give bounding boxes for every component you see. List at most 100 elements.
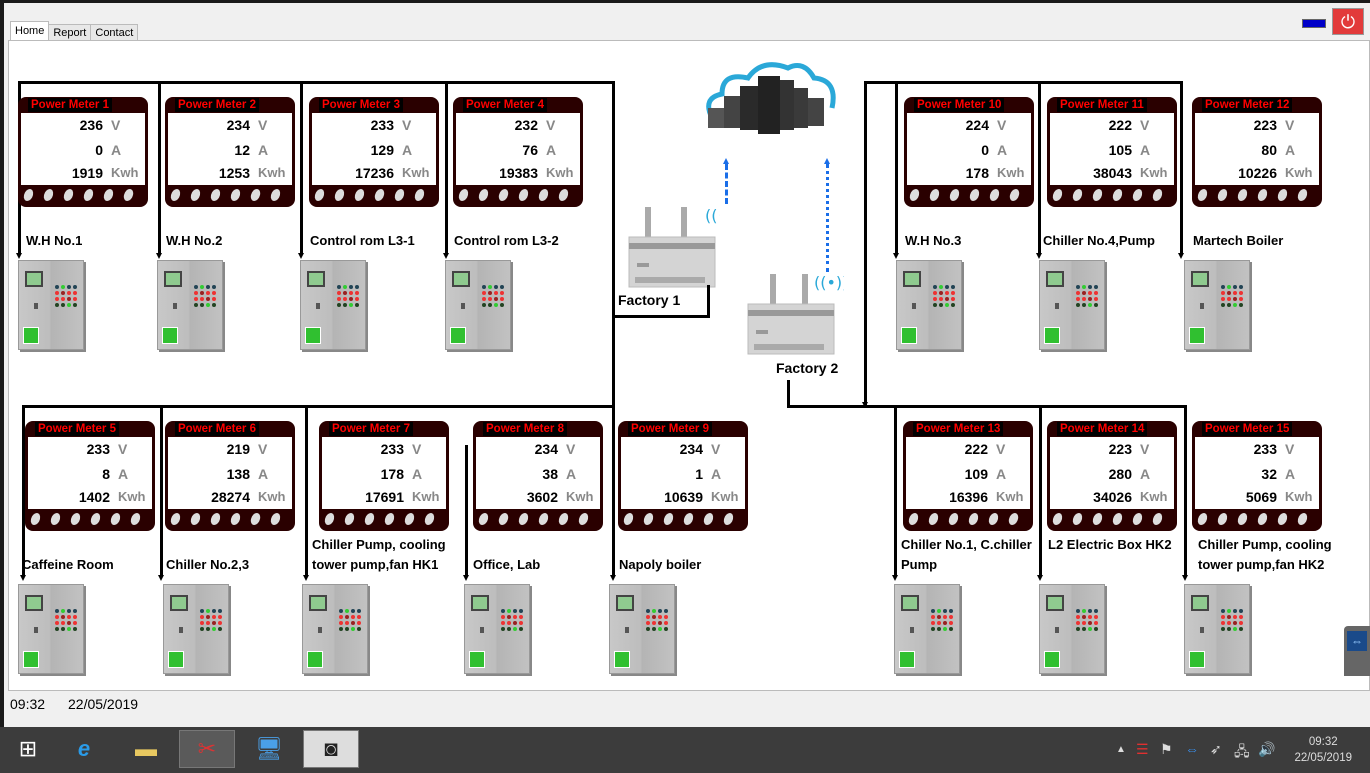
led-dot <box>557 189 570 201</box>
led-dot <box>722 513 735 525</box>
led-dot <box>343 513 356 525</box>
windows-start-icon[interactable]: ⊞ <box>18 736 38 761</box>
reading-unit: Kwh <box>1285 489 1313 504</box>
cabinet-handle <box>1200 627 1204 633</box>
teamviewer-side-tab[interactable]: ⇔ <box>1344 626 1370 676</box>
cabinet-green-button <box>305 327 321 344</box>
power-meter-app-icon[interactable]: ◙ <box>303 730 359 768</box>
meter-title: Power Meter 2 <box>175 98 259 112</box>
led-dot <box>907 513 920 525</box>
reading-unit: V <box>997 117 1007 133</box>
minimize-button[interactable] <box>1302 19 1326 28</box>
reading-value: 28274 <box>211 489 250 505</box>
teamviewer-icon[interactable]: ⇔ <box>1185 741 1199 757</box>
reading-unit: Kwh <box>258 489 286 504</box>
cabinet-screen <box>25 595 43 611</box>
meter-location-label: Chiller Pump, cooling tower pump,fan HK2 <box>1198 537 1332 572</box>
reading-unit: A <box>1285 142 1296 158</box>
reading-value: 10639 <box>664 489 703 505</box>
meter-location-label: Control rom L3-2 <box>454 233 559 248</box>
bus-line <box>1180 81 1183 253</box>
cabinet-screen <box>309 595 327 611</box>
internet-explorer-icon[interactable]: e <box>77 736 91 761</box>
cabinet-handle <box>316 303 320 309</box>
meter-leds <box>1196 513 1309 525</box>
show-hidden-icons[interactable]: ▲ <box>1116 744 1126 755</box>
led-dot <box>517 189 530 201</box>
cursor-app-icon[interactable]: ➶ <box>1210 741 1222 757</box>
remote-desktop-icon[interactable]: 🖥 <box>255 736 283 761</box>
electrical-cabinet-icon <box>609 584 675 674</box>
led-dot <box>1007 513 1020 525</box>
reading-value: 233 <box>1253 441 1277 457</box>
cabinet-green-button <box>469 651 485 668</box>
reading-value: 178 <box>965 165 989 181</box>
volume-icon[interactable]: 🔊 <box>1258 741 1276 757</box>
cabinet-green-button <box>1044 327 1060 344</box>
action-center-flag-icon[interactable]: ⚑ <box>1160 741 1173 757</box>
reading-value: 222 <box>964 441 988 457</box>
meter-title: Power Meter 4 <box>463 98 547 112</box>
power-off-button[interactable]: ⏻ <box>1332 8 1364 35</box>
file-explorer-icon[interactable]: ▬ <box>135 736 157 761</box>
arrow-icon <box>892 575 898 581</box>
bus-line <box>864 81 1182 84</box>
reading-unit: Kwh <box>1285 165 1313 180</box>
reading-unit: A <box>996 466 1007 482</box>
reading-value: 3602 <box>526 489 558 505</box>
cabinet-handle <box>1200 303 1204 309</box>
snipping-tool-icon[interactable]: ✂ <box>179 730 235 768</box>
tab-contact[interactable]: Contact <box>90 24 139 42</box>
arrow-icon <box>862 402 868 408</box>
meter-location-label: Chiller No.4,Pump <box>1043 233 1155 248</box>
reading-unit: V <box>996 441 1006 457</box>
cabinet-green-button <box>168 651 184 668</box>
cabinet-leds <box>482 285 504 307</box>
reading-unit: V <box>546 117 556 133</box>
led-dot <box>1051 513 1064 525</box>
arrow-icon <box>1182 575 1188 581</box>
cabinet-handle <box>318 627 322 633</box>
reading-unit: V <box>1285 117 1295 133</box>
reading-value: 219 <box>226 441 250 457</box>
reading-unit: V <box>402 117 412 133</box>
reading-value: 234 <box>534 441 558 457</box>
reading-unit: A <box>1140 142 1151 158</box>
meter-leds <box>907 513 1020 525</box>
cabinet-handle <box>625 627 629 633</box>
red-bars-icon[interactable]: ☰ <box>1136 741 1149 757</box>
reading-value: 233 <box>86 441 110 457</box>
cabinet-screen <box>170 595 188 611</box>
network-icon[interactable]: 🖧 <box>1234 743 1250 759</box>
meter-location-label: Chiller No.2,3 <box>166 557 250 572</box>
cabinet-green-button <box>899 651 915 668</box>
led-dot <box>29 513 42 525</box>
